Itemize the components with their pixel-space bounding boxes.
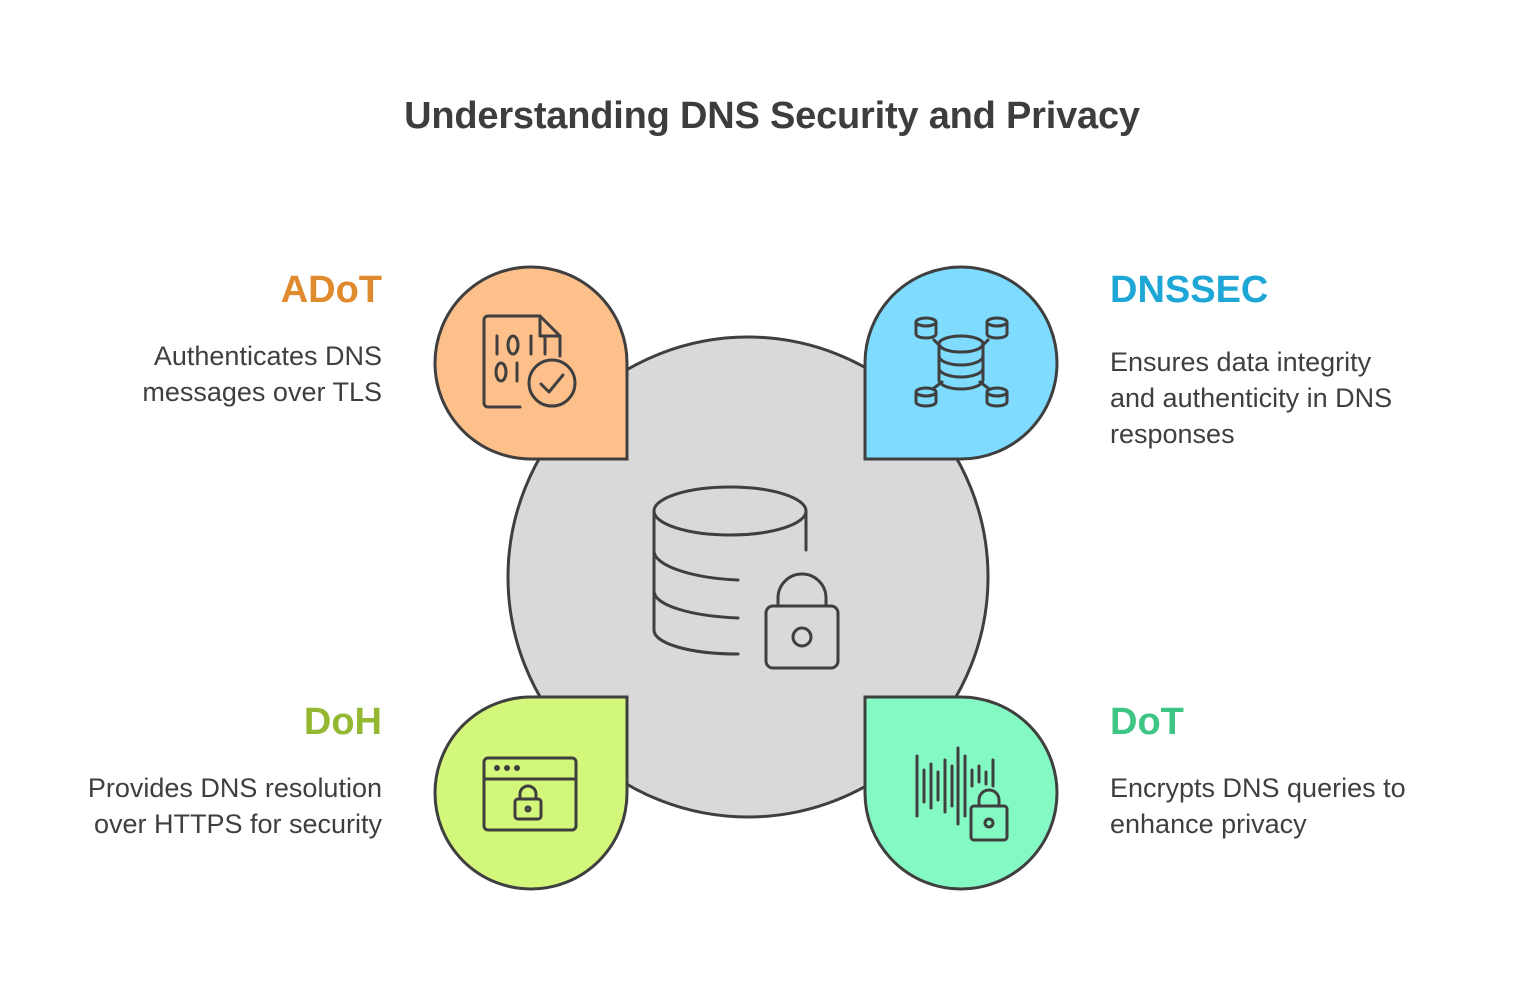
database-network-icon <box>914 316 1009 408</box>
soundwave-lock-icon <box>915 746 1009 842</box>
dot-description-line: enhance privacy <box>1110 809 1307 839</box>
dnssec-heading: DNSSEC <box>1110 269 1269 311</box>
doh-description: Provides DNS resolution over HTTPS for s… <box>30 770 382 842</box>
browser-lock-icon <box>482 756 578 832</box>
dot-shape <box>863 695 1059 891</box>
dot-description-line: Encrypts DNS queries to <box>1110 773 1406 803</box>
database-lock-icon <box>652 485 840 670</box>
dot-heading: DoT <box>1110 701 1184 743</box>
dnssec-description-line: Ensures data integrity <box>1110 347 1372 377</box>
adot-description-line: Authenticates DNS <box>153 341 382 371</box>
dot-description: Encrypts DNS queries to enhance privacy <box>1110 770 1490 842</box>
dnssec-description: Ensures data integrity and authenticity … <box>1110 344 1470 452</box>
adot-shape <box>433 265 629 461</box>
adot-description: Authenticates DNS messages over TLS <box>82 338 382 410</box>
doh-shape <box>433 695 629 891</box>
dnssec-description-line: and authenticity in DNS <box>1110 383 1393 413</box>
adot-description-line: messages over TLS <box>142 377 382 407</box>
doh-description-line: Provides DNS resolution <box>87 773 382 803</box>
binary-file-check-icon <box>482 314 577 409</box>
doh-heading: DoH <box>303 701 382 743</box>
dnssec-description-line: responses <box>1110 419 1235 449</box>
page-title: Understanding DNS Security and Privacy <box>404 95 1140 137</box>
adot-heading: ADoT <box>280 269 382 311</box>
dnssec-shape <box>863 265 1059 461</box>
doh-description-line: over HTTPS for security <box>93 809 382 839</box>
